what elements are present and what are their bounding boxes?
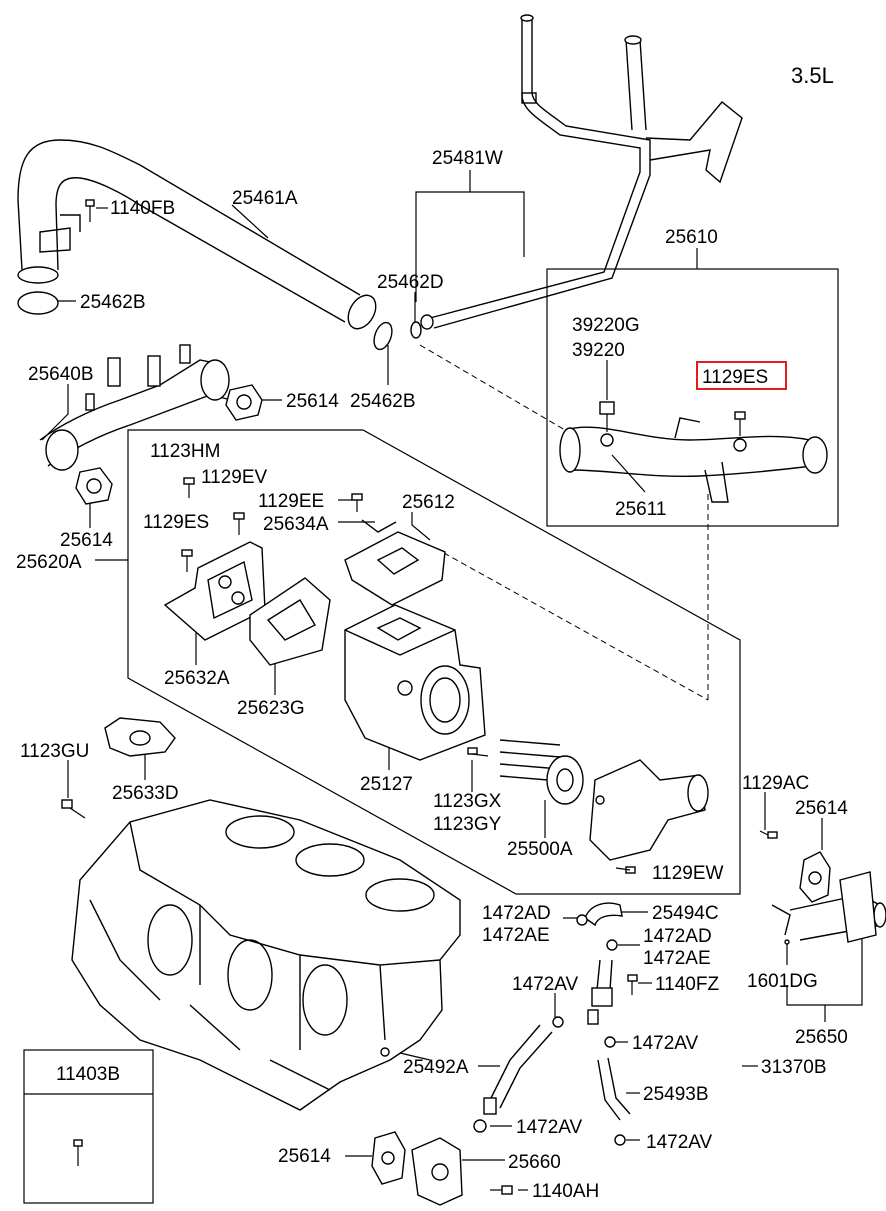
label-25612[interactable]: 25612 <box>402 492 455 513</box>
label-1472AD-b[interactable]: 1472AD <box>643 926 712 947</box>
label-25634A[interactable]: 25634A <box>263 514 329 535</box>
outlet-pipe-25611 <box>559 401 828 503</box>
label-1129ES-b[interactable]: 1129ES <box>143 512 209 533</box>
label-25462B-b[interactable]: 25462B <box>350 391 416 412</box>
label-25614-d[interactable]: 25614 <box>278 1146 331 1167</box>
label-1140FZ[interactable]: 1140FZ <box>655 974 719 995</box>
label-25462D[interactable]: 25462D <box>377 272 444 293</box>
bolt-1140FB <box>85 199 95 222</box>
label-1129AC[interactable]: 1129AC <box>742 773 809 794</box>
label-25614-b[interactable]: 25614 <box>60 530 113 551</box>
label-25461A[interactable]: 25461A <box>232 188 298 209</box>
label-1472AE-a[interactable]: 1472AE <box>482 925 550 946</box>
label-25623G[interactable]: 25623G <box>237 698 305 719</box>
label-1140FB[interactable]: 1140FB <box>110 198 175 219</box>
label-25632A[interactable]: 25632A <box>164 668 230 689</box>
bracket-25632A <box>163 541 266 641</box>
label-1472AV-b[interactable]: 1472AV <box>632 1033 699 1054</box>
label-25614-a[interactable]: 25614 <box>286 391 339 412</box>
label-25614-c[interactable]: 25614 <box>795 798 848 819</box>
label-1472AV-a[interactable]: 1472AV <box>512 974 579 995</box>
label-39220[interactable]: 39220 <box>572 340 625 361</box>
label-25493B[interactable]: 25493B <box>643 1084 709 1105</box>
label-25633D[interactable]: 25633D <box>112 783 179 804</box>
label-25462B-a[interactable]: 25462B <box>80 292 146 313</box>
label-1123HM[interactable]: 1123HM <box>150 441 220 462</box>
label-1472AV-c[interactable]: 1472AV <box>516 1117 583 1138</box>
thermostat-25500A <box>499 739 584 805</box>
housing-25127 <box>344 604 486 761</box>
part-drawings <box>17 14 886 1206</box>
label-25660[interactable]: 25660 <box>508 1152 561 1173</box>
label-1129EV[interactable]: 1129EV <box>201 467 268 488</box>
label-25610[interactable]: 25610 <box>665 227 718 248</box>
label-25481W[interactable]: 25481W <box>432 148 503 169</box>
pipe-25650 <box>771 871 886 943</box>
label-25492A[interactable]: 25492A <box>403 1057 469 1078</box>
label-25650[interactable]: 25650 <box>795 1027 848 1048</box>
hoses <box>473 902 638 1146</box>
label-1472AV-d[interactable]: 1472AV <box>646 1132 713 1153</box>
label-25620A[interactable]: 25620A <box>16 552 82 573</box>
label-1472AD-a[interactable]: 1472AD <box>482 903 551 924</box>
gasket-25612 <box>344 531 446 606</box>
legend-box: 11403B <box>23 1049 154 1204</box>
pipe-25461A <box>17 139 377 330</box>
bolt-1129ES <box>734 411 746 436</box>
label-1472AE-b[interactable]: 1472AE <box>643 948 711 969</box>
label-1129EE[interactable]: 1129EE <box>258 491 324 512</box>
label-1129EW[interactable]: 1129EW <box>652 863 724 884</box>
label-1140AH[interactable]: 1140AH <box>532 1181 599 1202</box>
highlight-box <box>696 361 787 390</box>
water-inlet <box>589 759 709 861</box>
label-1123GX[interactable]: 1123GX <box>433 791 502 812</box>
label-1123GY[interactable]: 1123GY <box>433 814 502 835</box>
pipe-25481W <box>420 14 743 330</box>
bolts-25620A <box>181 477 363 572</box>
label-1601DG[interactable]: 1601DG <box>747 971 818 992</box>
pipe-25640B <box>39 344 233 471</box>
label-1129ES-highlighted[interactable]: 1129ES <box>702 367 768 388</box>
label-39220G[interactable]: 39220G <box>572 315 640 336</box>
label-25494C[interactable]: 25494C <box>652 903 719 924</box>
engine-block <box>71 799 461 1111</box>
label-25127[interactable]: 25127 <box>360 774 413 795</box>
legend-box-label: 11403B <box>56 1064 120 1085</box>
engine-label: 3.5L <box>791 63 834 88</box>
part-labels: 3.5L 25481W 1140FB 25461A 25610 25462D 2… <box>16 63 848 1202</box>
label-25640B[interactable]: 25640B <box>28 364 94 385</box>
bolt-icon <box>73 1139 83 1166</box>
label-31370B[interactable]: 31370B <box>761 1057 827 1078</box>
label-25611[interactable]: 25611 <box>615 499 666 520</box>
label-25500A[interactable]: 25500A <box>507 839 573 860</box>
clip-25634A <box>361 519 397 533</box>
gasket-25623G <box>249 577 331 666</box>
label-1123GU[interactable]: 1123GU <box>20 741 89 762</box>
